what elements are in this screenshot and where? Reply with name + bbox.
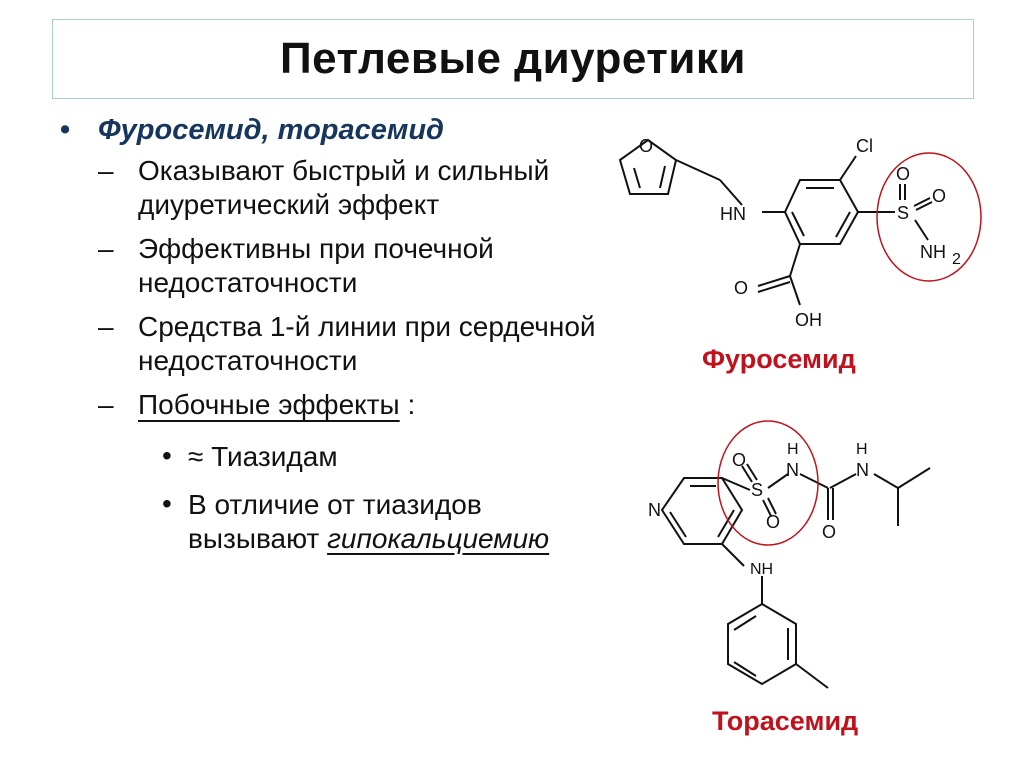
hypocalcemia-text: гипокальциемию: [327, 523, 550, 554]
furosemide-label: Фуросемид: [702, 344, 856, 374]
atom-nh2-subscript: 2: [952, 251, 961, 268]
bullet-dot: •: [60, 114, 71, 146]
subpoint-thiazides: • ≈ Тиазидам: [60, 440, 600, 474]
atom-hn: HN: [720, 204, 746, 224]
atom-o2: O: [766, 512, 780, 532]
point-fast-effect: – Оказывают быстрый и сильный диуретичес…: [60, 154, 600, 222]
torasemide-sulfonylurea-highlight: [717, 420, 819, 546]
thiazides-text: Тиазидам: [211, 441, 338, 472]
atom-o-carbonyl: O: [734, 278, 748, 298]
atom-o3: O: [822, 522, 836, 542]
dash: –: [98, 389, 114, 420]
atom-o-furan: O: [639, 136, 653, 156]
atom-n1: N: [786, 460, 799, 480]
side-effects-colon: :: [407, 389, 416, 420]
torasemide-label: Торасемид: [712, 706, 859, 736]
atom-s: S: [751, 480, 763, 500]
text-column: • Фуросемид, торасемид – Оказывают быстр…: [60, 112, 600, 556]
point-side-effects: – Побочные эффекты :: [60, 388, 600, 422]
atom-cl: Cl: [856, 136, 873, 156]
atom-o1: O: [732, 450, 746, 470]
atom-o1: O: [896, 164, 910, 184]
atom-oh: OH: [795, 310, 822, 330]
point-text: Оказывают быстрый и сильный диуретически…: [138, 155, 550, 220]
atom-h1: H: [787, 441, 799, 458]
dash: –: [98, 311, 114, 342]
side-effects-label: Побочные эффекты: [138, 389, 400, 420]
point-text: Эффективны при почечной недостаточности: [138, 233, 494, 298]
torasemide-structure: [660, 463, 931, 689]
main-bullet: • Фуросемид, торасемид: [60, 112, 600, 148]
point-renal: – Эффективны при почечной недостаточност…: [60, 232, 600, 300]
atom-o2: O: [932, 186, 946, 206]
title-box: Петлевые диуретики: [52, 19, 974, 99]
approx-symbol: ≈: [188, 441, 204, 472]
furosemide-atoms: O Cl HN S O O NH 2 O OH: [639, 136, 961, 330]
atom-n2: N: [856, 460, 869, 480]
subpoint-hypocalcemia: • В отличие от тиазидов вызывают гипокал…: [60, 488, 600, 556]
furosemide-sulfonamide-highlight: [876, 152, 982, 282]
dash: –: [98, 233, 114, 264]
atom-n-pyridine: N: [648, 500, 661, 520]
atom-nh2: NH: [920, 242, 946, 262]
unlike-text: В отличие от тиазидов вызывают: [188, 489, 482, 554]
atom-h2: H: [856, 441, 868, 458]
main-bullet-text: Фуросемид, торасемид: [98, 114, 444, 146]
atom-nh: NH: [750, 561, 773, 578]
atom-s: S: [897, 203, 909, 223]
torasemide-atoms: H N H N O S O O N NH: [648, 441, 869, 578]
slide-title: Петлевые диуретики: [280, 34, 746, 83]
point-text: Средства 1-й линии при сердечной недоста…: [138, 311, 596, 376]
furosemide-structure: [618, 138, 933, 306]
point-first-line: – Средства 1-й линии при сердечной недос…: [60, 310, 600, 378]
bullet-dot: •: [162, 440, 172, 471]
bullet-dot: •: [162, 488, 172, 519]
dash: –: [98, 155, 114, 186]
